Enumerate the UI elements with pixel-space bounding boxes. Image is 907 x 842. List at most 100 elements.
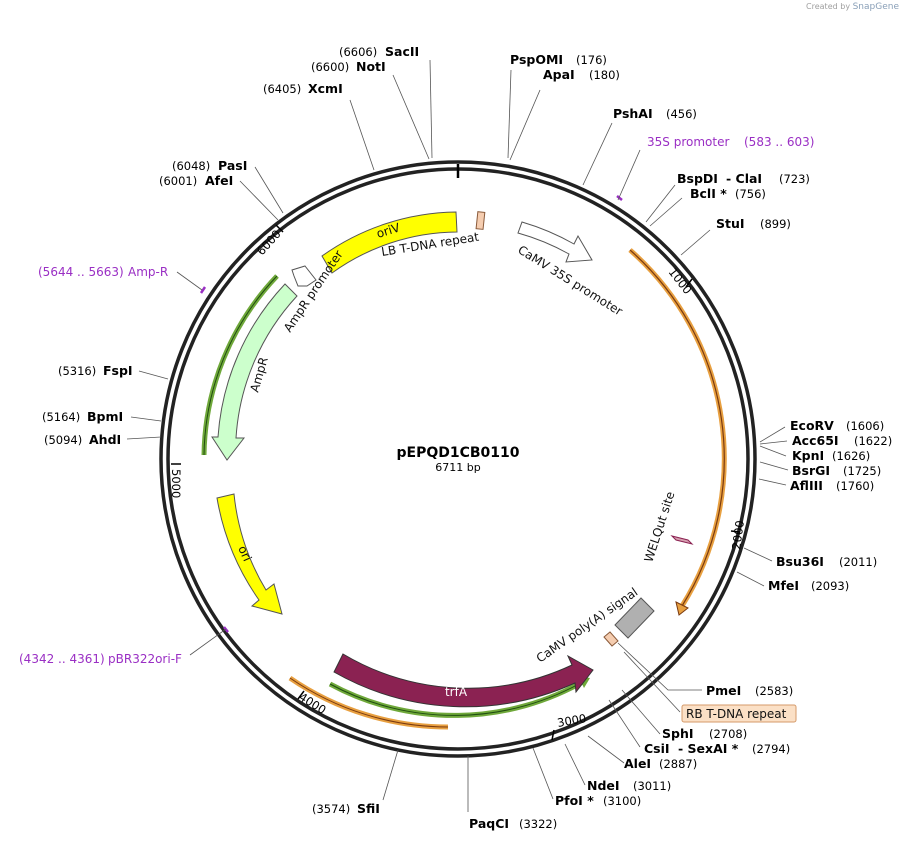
site-afliii[interactable]: AflIII [790,478,823,493]
site-mfei[interactable]: MfeI [768,578,799,593]
site-leaders [126,59,789,812]
site-apai[interactable]: ApaI [543,67,575,82]
leader-sfii [382,749,399,801]
primer-mark-pbr322 [223,626,229,633]
ampr-feature[interactable] [211,283,298,461]
leader-bsrgi [759,461,789,471]
site-bpmi[interactable]: BpmI [87,409,123,424]
site-ndei[interactable]: NdeI [587,778,620,793]
site-bspdi[interactable]: BspDI [677,171,718,186]
site-acc65i-pos: (1622) [854,434,892,448]
site-fspi[interactable]: FspI [103,363,133,378]
tick-mark-1000 [685,278,693,288]
leader-35s [617,149,641,201]
primer-35s-label[interactable]: 35S promoter [647,135,729,149]
site-pfoi[interactable]: PfoI * [555,793,594,808]
leader-pshai [582,122,613,186]
polya-feature[interactable] [614,597,655,639]
trfa-outline-orange-core [289,677,449,728]
leader-ahdi [126,436,162,440]
site-sfii[interactable]: SfiI [357,801,380,816]
credit-prefix: Created by [806,2,851,11]
site-kpni[interactable]: KpnI [792,448,824,463]
primer-ampr-label[interactable]: Amp-R [128,265,168,279]
ampr-promoter-feature[interactable] [291,265,317,287]
leader-ecorv [759,426,786,443]
tick-mark-3000 [551,729,555,741]
site-bcli-pos: (756) [735,187,766,201]
leader-mfei [736,571,765,587]
snapgene-credit: Created by SnapGene [806,2,899,12]
leader-apai [509,89,541,161]
primer-35s-range: (583 .. 603) [744,135,814,149]
site-pasi-pos: (6048) [172,159,210,173]
site-sacii-pos: (6606) [339,45,377,59]
lb-repeat-feature[interactable] [475,211,486,230]
site-sphi[interactable]: SphI [662,726,694,741]
site-pspomi[interactable]: PspOMI [510,52,563,67]
ampr-outline-core [203,275,278,456]
tick-3000: 3000 [556,711,587,730]
site-ecorv-pos: (1606) [846,419,884,433]
leader-rb [623,651,681,713]
rb-repeat-feature[interactable] [603,631,619,647]
trfa-feature[interactable] [333,653,594,708]
rb-repeat-label: RB T-DNA repeat [686,707,787,721]
leader-pbr322-primer [189,628,227,656]
site-bsrgi[interactable]: BsrGI [792,463,830,478]
site-pshai-pos: (456) [666,107,697,121]
oriv-label: oriV [375,220,403,241]
site-stui-pos: (899) [760,217,791,231]
leader-pspomi [507,69,512,159]
credit-brand: SnapGene [852,2,899,12]
site-pfoi-pos: (3100) [603,794,641,808]
site-acc65i[interactable]: Acc65I [792,433,839,448]
site-xcmi[interactable]: XcmI [308,81,343,96]
site-sexai[interactable]: - SexAI * [678,741,739,756]
tick-5000: 5000 [169,469,183,498]
site-bcli[interactable]: BclI * [690,186,727,201]
site-stui[interactable]: StuI [716,216,745,231]
primer-pbr322-range: (4342 .. 4361) [19,652,105,666]
primer-pbr322-label[interactable]: pBR322ori-F [108,652,182,666]
primer-mark-ampr [199,286,207,294]
site-pmei[interactable]: PmeI [706,683,741,698]
site-csii[interactable]: CsiI [644,741,670,756]
site-pshai[interactable]: PshAI [613,106,653,121]
site-paqci[interactable]: PaqCI [469,816,509,831]
site-ecorv[interactable]: EcoRV [790,418,834,433]
leader-bcli [649,197,683,227]
leader-pfoi [532,747,554,800]
site-ndei-pos: (3011) [633,779,671,793]
site-noti[interactable]: NotI [356,59,386,74]
site-sacii[interactable]: SacII [385,44,419,59]
site-pasi[interactable]: PasI [218,158,247,173]
orf-outline-right-core [629,249,725,607]
orf-right-arrowhead [675,601,689,616]
site-bpmi-pos: (5164) [42,410,80,424]
leader-xcmi [349,99,375,171]
site-pmei-pos: (2583) [755,684,793,698]
site-sfii-pos: (3574) [312,802,350,816]
leader-kpni [759,445,787,457]
ori-feature[interactable] [216,493,283,615]
camv35s-promoter-feature[interactable] [517,221,593,263]
backbone-outer [159,160,757,758]
site-mfei-pos: (2093) [811,579,849,593]
site-afei[interactable]: AfeI [205,173,233,188]
rb-repeat-callout-box[interactable] [681,704,797,723]
welqut-feature[interactable] [670,535,694,545]
site-sphi-pos: (2708) [709,727,747,741]
site-alei[interactable]: AleI [624,756,651,771]
site-noti-pos: (6600) [311,60,349,74]
site-pspomi-pos: (176) [576,53,607,67]
site-clai[interactable]: - ClaI [726,171,762,186]
leader-fspi [138,370,169,380]
tick-mark-4000 [297,690,305,700]
leader-bsu36i [743,547,773,562]
site-bsu36i[interactable]: Bsu36I [776,554,824,569]
site-ahdi-pos: (5094) [44,433,82,447]
leader-bpmi [130,416,162,422]
site-ahdi[interactable]: AhdI [89,432,121,447]
oriv-feature[interactable] [321,211,458,274]
